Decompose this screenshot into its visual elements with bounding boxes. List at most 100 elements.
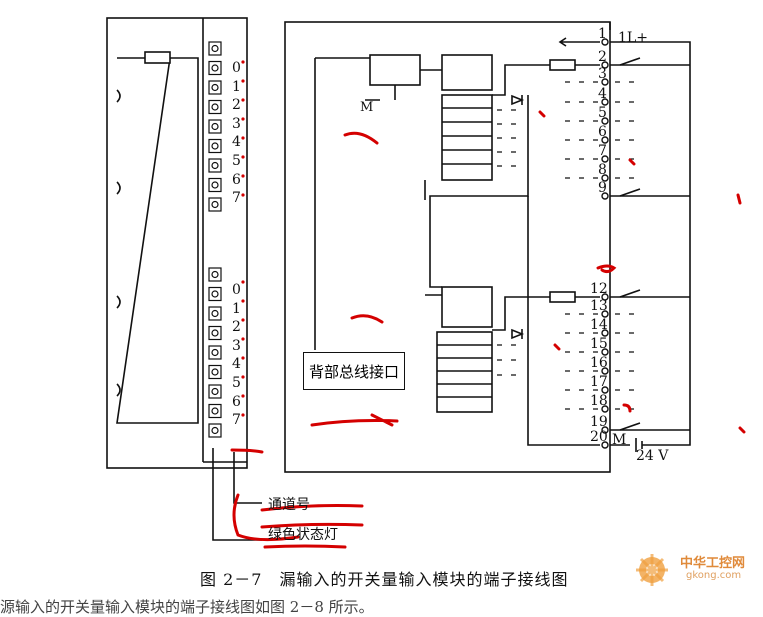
channel-label: 5	[232, 375, 241, 391]
red-mark	[241, 117, 245, 121]
terminal-number: 4	[598, 86, 607, 102]
red-mark	[241, 299, 245, 303]
terminal-dot	[601, 441, 609, 449]
red-mark	[241, 318, 245, 322]
screw-head	[211, 44, 219, 53]
terminal-number: 1	[598, 26, 607, 42]
gkong-logo-icon	[636, 554, 668, 586]
terminal-dot	[601, 426, 609, 434]
red-mark	[241, 136, 245, 140]
screw-head	[211, 83, 219, 92]
channel-label: 3	[232, 115, 241, 132]
terminal-dot	[601, 192, 609, 200]
terminal-number: 18	[590, 393, 608, 409]
screw-head	[211, 368, 219, 376]
terminal-number: 5	[598, 105, 607, 121]
red-mark	[241, 280, 245, 284]
terminal-dot	[601, 293, 609, 301]
red-mark	[241, 193, 245, 197]
terminal-number: 15	[590, 336, 608, 352]
terminal-number: 8	[598, 162, 607, 178]
channel-label: 3	[232, 337, 241, 354]
red-mark	[241, 375, 245, 379]
terminal-dot	[601, 367, 609, 375]
screw-head	[211, 387, 219, 396]
red-mark	[241, 413, 245, 417]
red-mark	[241, 174, 245, 178]
terminal-number: 13	[590, 298, 608, 314]
terminal-dot	[601, 78, 609, 86]
terminal-number: 3	[598, 66, 607, 82]
channel-label: 5	[232, 153, 241, 169]
terminal-dot	[601, 310, 609, 318]
screw-head	[211, 122, 219, 131]
channel-label: 7	[232, 412, 241, 429]
terminal-dot	[601, 405, 609, 413]
terminal-dot	[601, 61, 609, 69]
red-mark	[241, 79, 245, 83]
terminal-dot	[601, 329, 609, 337]
terminal-dot	[601, 117, 609, 125]
terminal-number: 9	[598, 180, 607, 196]
screw-head	[211, 426, 219, 435]
bus-interface-box: 背部总线接口	[303, 352, 405, 390]
red-mark	[241, 337, 245, 341]
channel-label: 6	[232, 393, 241, 410]
channel-label: 1	[232, 78, 241, 95]
terminal-number: 16	[590, 355, 608, 371]
status-led-label: 绿色状态灯	[268, 527, 338, 543]
terminal-number: 6	[598, 124, 607, 140]
channel-label: 2	[232, 319, 241, 336]
channel-label: 7	[232, 190, 241, 207]
terminal-dot	[601, 155, 609, 163]
channel-label: 4	[232, 134, 241, 151]
terminal-dot	[601, 98, 609, 106]
red-mark	[241, 155, 245, 159]
terminal-number: 7	[598, 143, 607, 159]
screw-head	[211, 290, 219, 298]
screw-head	[211, 407, 219, 415]
module-circuit-box	[284, 21, 611, 473]
screw-head	[211, 200, 219, 209]
channel-label: 1	[232, 300, 241, 317]
watermark-title: 中华工控网	[680, 556, 746, 571]
terminal-number: 19	[590, 414, 608, 430]
screw-head	[211, 142, 219, 150]
channel-label: 0	[232, 60, 241, 76]
terminal-dot	[601, 174, 609, 182]
voltage-label: 24 V	[636, 448, 669, 464]
screw-head	[211, 181, 219, 189]
screw-head	[211, 309, 219, 318]
screw-head	[211, 64, 219, 72]
terminal-dot	[601, 38, 609, 46]
channel-label: 4	[232, 356, 241, 373]
red-mark	[241, 98, 245, 102]
figure-caption: 图 2－7 漏输入的开关量输入模块的端子接线图	[200, 570, 569, 589]
red-annotations	[230, 110, 746, 549]
screw-head	[211, 348, 219, 357]
terminal-dot	[601, 348, 609, 356]
red-mark	[241, 394, 245, 398]
channel-label: 6	[232, 171, 241, 188]
terminal-number: 2	[598, 49, 607, 65]
terminal-number: 14	[590, 317, 608, 333]
channel-label: 2	[232, 97, 241, 114]
l-plus-label: 1L+	[618, 30, 648, 46]
terminal-number: 17	[590, 374, 608, 390]
screw-head	[211, 270, 219, 279]
red-mark	[241, 60, 245, 64]
terminal-number: 12	[590, 281, 608, 297]
screw-head	[211, 103, 219, 111]
module-front-panel	[106, 17, 248, 469]
terminal-number: 20	[590, 429, 608, 445]
watermark-url: gkong.com	[686, 570, 742, 581]
m-label-opto: M	[360, 100, 374, 115]
red-mark	[241, 356, 245, 360]
terminal-dot	[601, 136, 609, 144]
terminal-dot	[601, 386, 609, 394]
channel-number-label: 通道号	[268, 497, 310, 513]
screw-head	[211, 329, 219, 337]
m-label-bottom: M	[612, 432, 627, 448]
channel-label: 0	[232, 282, 241, 298]
